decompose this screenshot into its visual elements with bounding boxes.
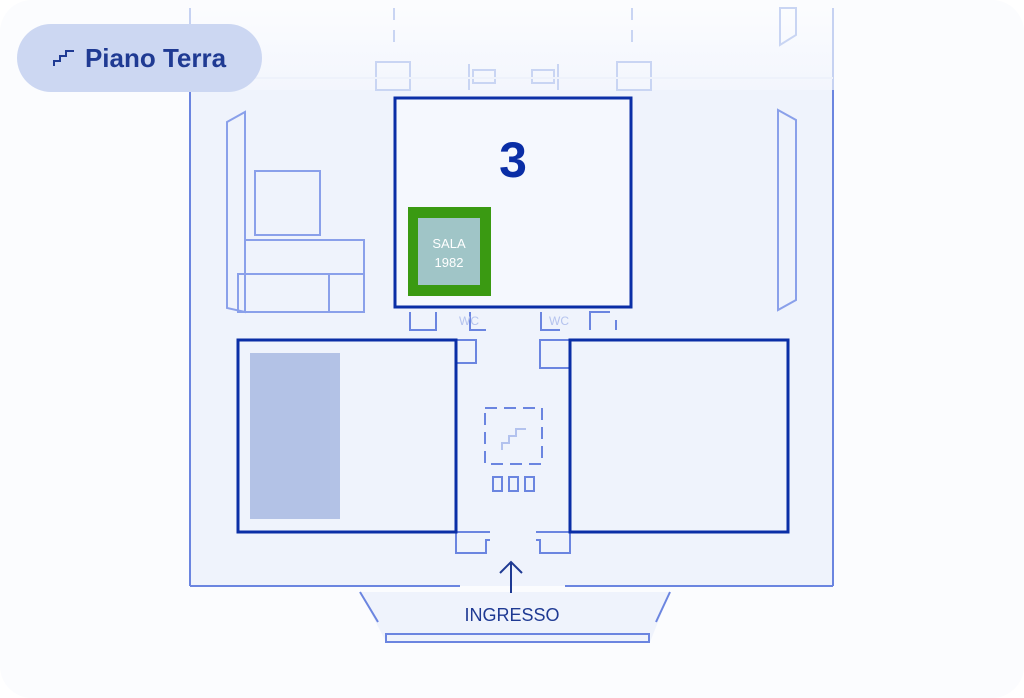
floor-badge[interactable]: Piano Terra bbox=[17, 24, 262, 92]
outer-walls bbox=[189, 8, 834, 643]
elevator-icons bbox=[492, 476, 535, 492]
sala-1982-marker[interactable]: SALA 1982 bbox=[408, 207, 491, 296]
left-furniture bbox=[226, 108, 797, 314]
upper-area bbox=[190, 8, 833, 90]
arrow-up-icon bbox=[499, 560, 523, 593]
wc-label-right: WC bbox=[549, 314, 569, 328]
room-number: 3 bbox=[499, 132, 527, 188]
stairs-icon[interactable] bbox=[484, 407, 543, 465]
room-right[interactable] bbox=[568, 338, 790, 534]
floor-label: Piano Terra bbox=[84, 42, 227, 73]
entrance-label: INGRESSO bbox=[464, 605, 559, 625]
room-left[interactable] bbox=[236, 338, 458, 534]
stairs-icon bbox=[52, 50, 74, 66]
upper-structures bbox=[190, 7, 833, 91]
sala-year: 1982 bbox=[435, 255, 464, 270]
wc-area bbox=[409, 311, 617, 554]
exhibit-block bbox=[250, 353, 340, 519]
sala-label: SALA bbox=[432, 236, 466, 251]
entrance-floor bbox=[360, 592, 670, 642]
wc-label-left: WC bbox=[459, 314, 479, 328]
